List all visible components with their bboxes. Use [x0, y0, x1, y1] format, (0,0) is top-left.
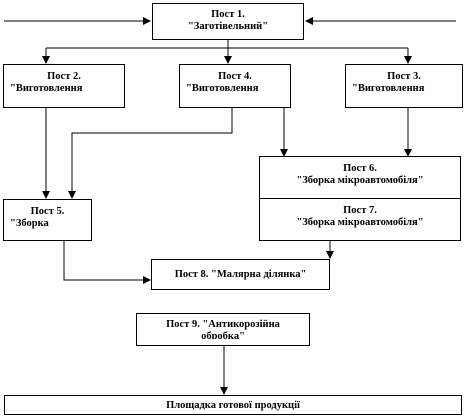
post9-box: Пост 9. "Антикорозійна обробка" — [136, 313, 310, 346]
post8-title: Пост 8. "Малярна ділянка" — [174, 269, 307, 280]
post2-box: Пост 2. "Виготовлення — [3, 64, 125, 108]
finished-products-box: Площадка готової продукції — [4, 395, 462, 415]
post7-box: Пост 7. "Зборка мікроавтомобіля" — [259, 198, 461, 241]
post6-box: Пост 6. "Зборка мікроавтомобіля" — [259, 156, 461, 199]
post3-box: Пост 3. "Виготовлення — [345, 64, 463, 108]
post4-title: Пост 4. — [218, 71, 252, 82]
post7-subtitle: "Зборка мікроавтомобіля" — [296, 217, 424, 228]
post5-title: Пост 5. — [30, 206, 65, 217]
post1-subtitle: "Заготівельний" — [187, 21, 269, 32]
post1-title: Пост 1. — [211, 9, 245, 20]
post6-title: Пост 6. — [343, 163, 377, 174]
arrow-post4-to-post5 — [68, 108, 233, 199]
post8-box: Пост 8. "Малярна ділянка" — [151, 259, 330, 290]
post1-box: Пост 1. "Заготівельний" — [152, 3, 304, 40]
post9-subtitle-clip: обробка" — [137, 331, 309, 339]
arrow-post5-to-post8 — [63, 241, 151, 284]
post4-subtitle: "Виготовлення — [186, 83, 259, 94]
post9-title: Пост 9. "Антикорозійна — [166, 319, 280, 330]
post3-subtitle: "Виготовлення — [352, 83, 425, 94]
post9-subtitle: обробка" — [201, 331, 245, 339]
post2-subtitle: "Виготовлення — [10, 83, 83, 94]
post2-title: Пост 2. — [47, 71, 81, 82]
post7-title: Пост 7. — [343, 205, 377, 216]
post3-title: Пост 3. — [387, 71, 421, 82]
post4-box: Пост 4. "Виготовлення — [179, 64, 291, 108]
post6-subtitle: "Зборка мікроавтомобіля" — [296, 175, 424, 186]
post5-subtitle: "Зборка — [10, 218, 49, 229]
post5-box: Пост 5. "Зборка — [3, 199, 92, 241]
finished-products-title: Площадка готової продукції — [166, 400, 300, 411]
